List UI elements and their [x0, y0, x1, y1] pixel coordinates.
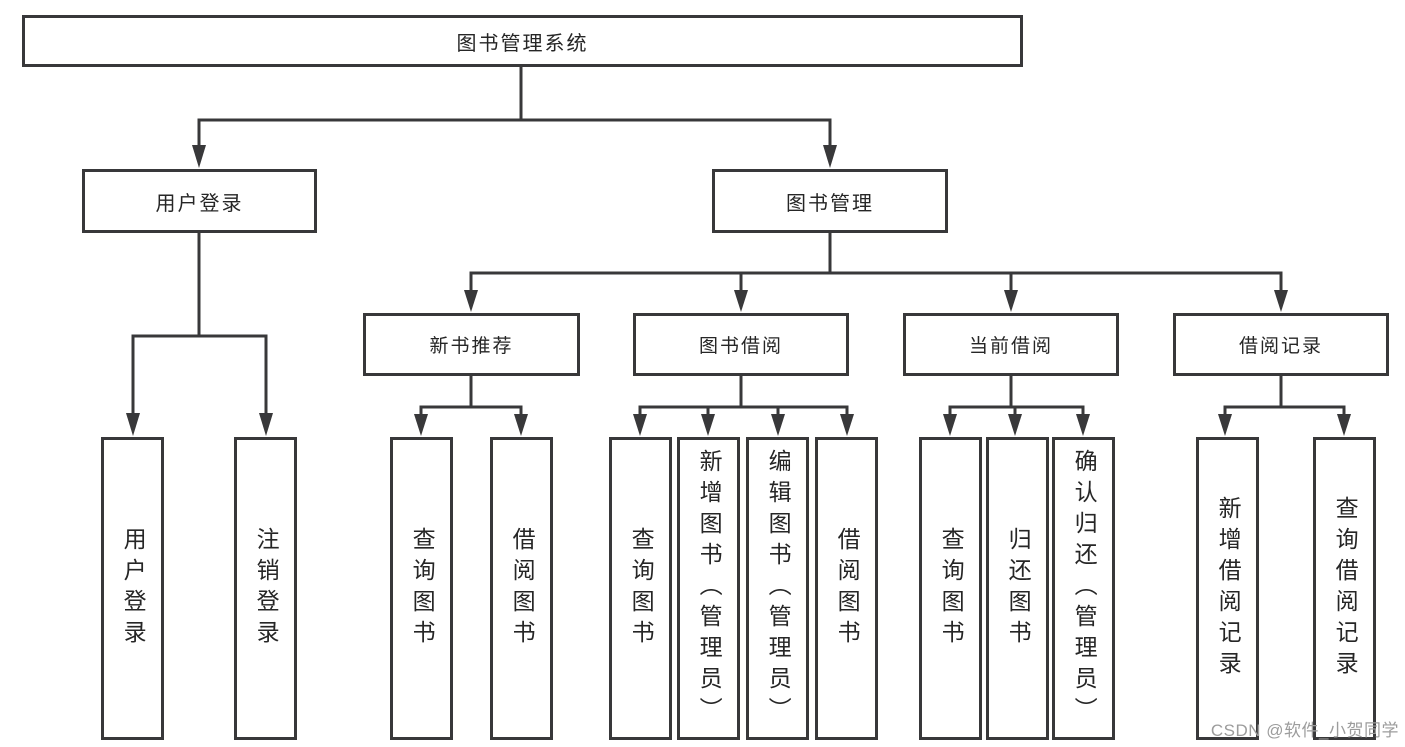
node-root-label: 图书管理系统 [456, 32, 589, 55]
node-user-login-label: 用户登录 [155, 192, 244, 215]
arrowhead-icon [414, 414, 428, 436]
arrowhead-icon [514, 414, 528, 436]
arrowhead-icon [464, 290, 478, 312]
leaf-current-query-books-label: 查询图书 [938, 526, 965, 651]
arrowhead-icon [771, 414, 785, 436]
arrowhead-icon [1218, 414, 1232, 436]
leaf-recommend-query-books-label: 查询图书 [409, 526, 436, 651]
node-book-borrowing: 图书借阅 [633, 313, 849, 376]
arrowhead-icon [734, 290, 748, 312]
leaf-user-login-label: 用户登录 [120, 526, 147, 651]
leaf-borrowing-borrow-books: 借阅图书 [815, 437, 878, 740]
leaf-logout-label: 注销登录 [253, 526, 280, 651]
leaf-borrowing-add-books-admin: 新增图书（管理员） [677, 437, 740, 740]
arrowhead-icon [1274, 290, 1288, 312]
leaf-borrowing-borrow-books-label: 借阅图书 [834, 526, 861, 651]
leaf-current-confirm-return-admin: 确认归还（管理员） [1052, 437, 1115, 740]
arrowhead-icon [633, 414, 647, 436]
node-new-book-recommend-label: 新书推荐 [429, 336, 514, 357]
leaf-borrowing-edit-books-admin-label: 编辑图书（管理员） [765, 449, 792, 728]
leaf-current-return-books: 归还图书 [986, 437, 1049, 740]
leaf-logout: 注销登录 [234, 437, 297, 740]
arrowhead-icon [840, 414, 854, 436]
node-new-book-recommend: 新书推荐 [363, 313, 580, 376]
csdn-watermark: CSDN @软件_小贺同学 [1210, 721, 1399, 740]
leaf-recommend-query-books: 查询图书 [390, 437, 453, 740]
leaf-records-query-record: 查询借阅记录 [1313, 437, 1376, 740]
arrowhead-icon [1337, 414, 1351, 436]
leaf-records-query-record-label: 查询借阅记录 [1332, 495, 1359, 682]
leaf-records-add-record: 新增借阅记录 [1196, 437, 1259, 740]
leaf-user-login: 用户登录 [101, 437, 164, 740]
arrowhead-icon [1008, 414, 1022, 436]
node-book-management: 图书管理 [712, 169, 948, 233]
arrowhead-icon [823, 145, 837, 168]
arrowhead-icon [943, 414, 957, 436]
leaf-recommend-borrow-books-label: 借阅图书 [509, 526, 536, 651]
node-book-borrowing-label: 图书借阅 [698, 336, 783, 357]
arrowhead-icon [1004, 290, 1018, 312]
arrowhead-icon [701, 414, 715, 436]
arrowhead-icon [192, 145, 206, 168]
node-borrowing-records: 借阅记录 [1173, 313, 1389, 376]
arrowhead-icon [126, 413, 140, 436]
leaf-borrowing-query-books-label: 查询图书 [628, 526, 655, 651]
leaf-current-return-books-label: 归还图书 [1005, 526, 1032, 651]
node-user-login: 用户登录 [82, 169, 317, 233]
node-current-borrowing-label: 当前借阅 [968, 336, 1053, 357]
leaf-borrowing-query-books: 查询图书 [609, 437, 672, 740]
leaf-records-add-record-label: 新增借阅记录 [1215, 495, 1242, 682]
leaf-current-query-books: 查询图书 [919, 437, 982, 740]
arrowhead-icon [1076, 414, 1090, 436]
node-root: 图书管理系统 [22, 15, 1023, 67]
node-book-management-label: 图书管理 [786, 192, 874, 215]
leaf-borrowing-add-books-admin-label: 新增图书（管理员） [696, 449, 723, 728]
node-borrowing-records-label: 借阅记录 [1238, 336, 1323, 357]
arrowhead-icon [259, 413, 273, 436]
leaf-current-confirm-return-admin-label: 确认归还（管理员） [1071, 449, 1098, 728]
node-current-borrowing: 当前借阅 [903, 313, 1119, 376]
leaf-recommend-borrow-books: 借阅图书 [490, 437, 553, 740]
leaf-borrowing-edit-books-admin: 编辑图书（管理员） [746, 437, 809, 740]
